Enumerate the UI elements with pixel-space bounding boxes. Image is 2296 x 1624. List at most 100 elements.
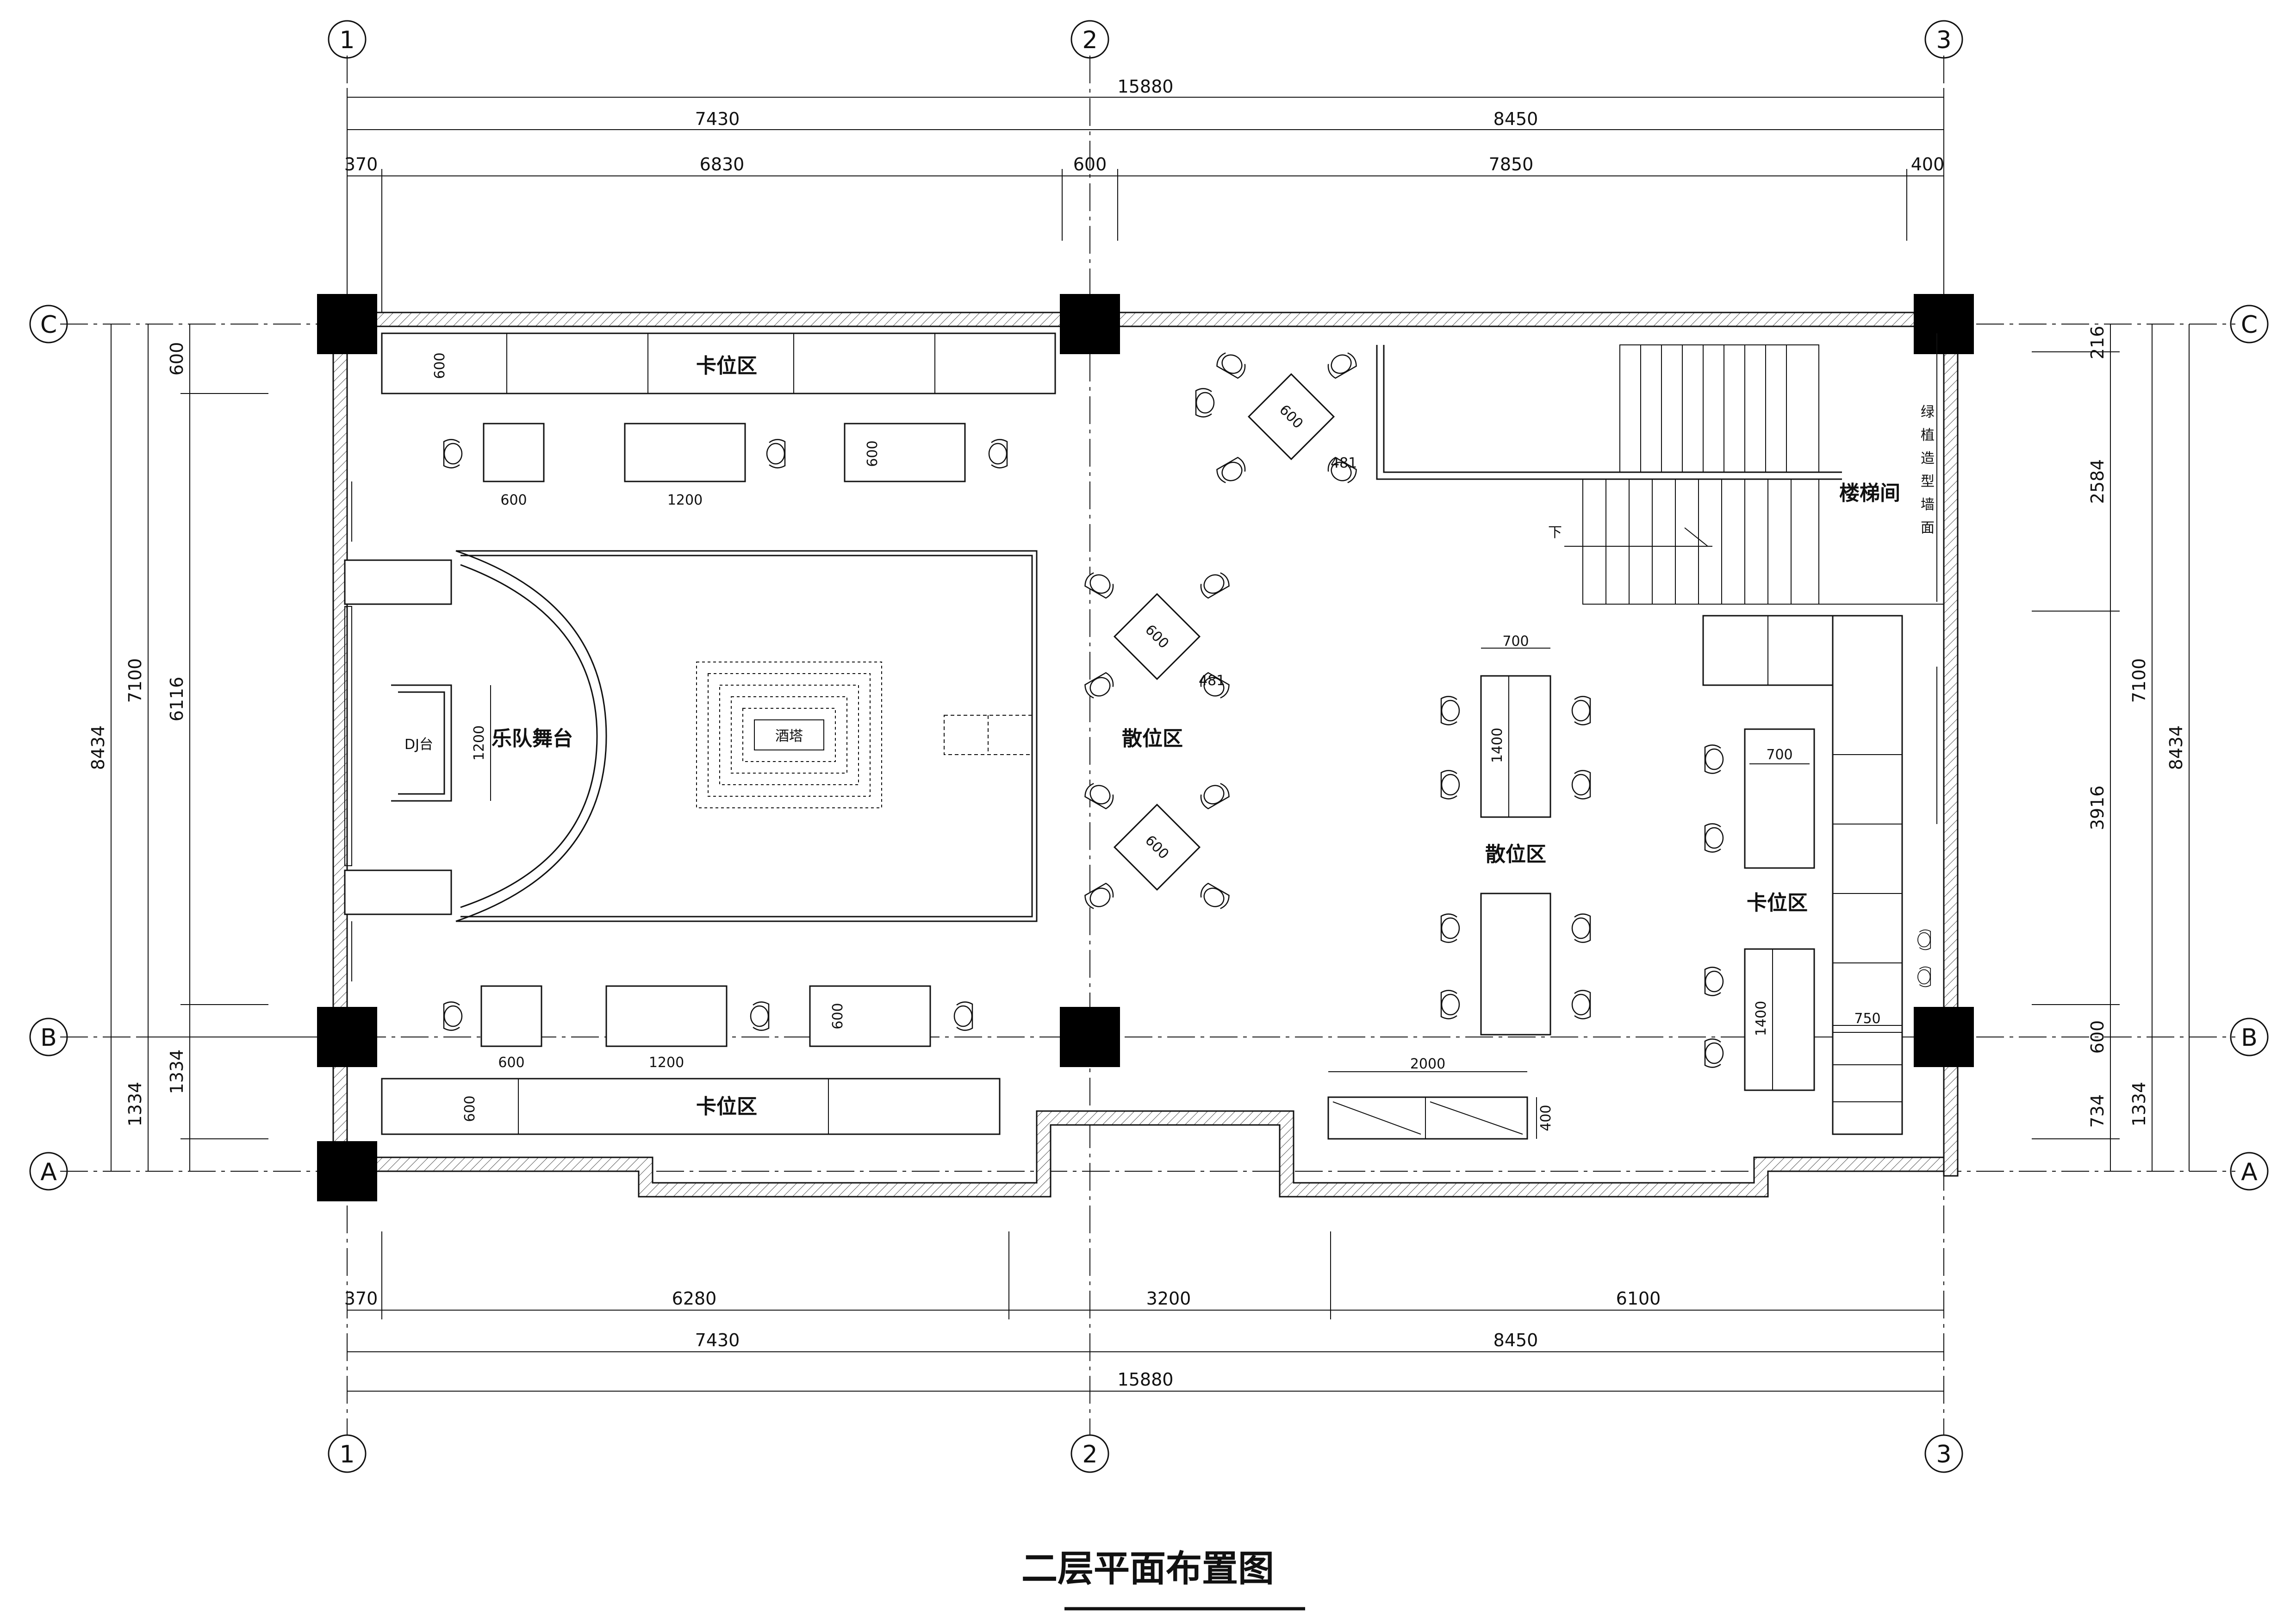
svg-text:造: 造 bbox=[1921, 450, 1935, 467]
svg-text:C: C bbox=[40, 311, 57, 339]
dim-right-detail-4: 600 bbox=[2087, 1020, 2108, 1054]
axis-bubble-1-bottom: 1 bbox=[328, 1434, 367, 1473]
svg-text:400: 400 bbox=[1538, 1105, 1554, 1131]
dim-bottom-detail-1: 370 bbox=[344, 1288, 378, 1309]
axis-bubble-C-left: C bbox=[29, 305, 68, 344]
booth-bottom: 600 1200 600 卡位区 600 bbox=[381, 985, 1001, 1135]
right-dimensions: 216 2584 3916 600 734 7100 1334 8434 bbox=[2032, 324, 2190, 1171]
dim-bottom-span-1: 7430 bbox=[695, 1330, 740, 1350]
svg-text:1200: 1200 bbox=[649, 1055, 684, 1071]
svg-text:A: A bbox=[40, 1158, 57, 1186]
dim-right-detail-1: 216 bbox=[2087, 326, 2108, 360]
svg-text:2000: 2000 bbox=[1410, 1056, 1445, 1072]
green-wall: 绿 植 造 型 墙 面 bbox=[1921, 333, 1937, 602]
svg-text:型: 型 bbox=[1921, 474, 1935, 490]
dim-right-overall: 8434 bbox=[2166, 725, 2186, 770]
page-title: 二层平面布置图 bbox=[1021, 1548, 1274, 1590]
svg-text:C: C bbox=[2241, 311, 2258, 339]
svg-text:A: A bbox=[2241, 1158, 2258, 1186]
svg-text:600: 600 bbox=[498, 1055, 524, 1071]
dim-left-detail-2: 6116 bbox=[167, 677, 187, 722]
axis-bubble-2-top: 2 bbox=[1070, 20, 1109, 59]
axis-bubble-3-bottom: 3 bbox=[1924, 1434, 1963, 1473]
loose-seating-right: 700 1400 散位区 bbox=[1440, 633, 1591, 1036]
structural-columns bbox=[317, 294, 1974, 1201]
svg-text:1: 1 bbox=[339, 26, 355, 54]
svg-text:1400: 1400 bbox=[1753, 1001, 1769, 1036]
svg-text:B: B bbox=[40, 1024, 57, 1052]
svg-text:2: 2 bbox=[1082, 26, 1097, 54]
bottom-dimensions: 370 6280 3200 6100 7430 8450 15880 bbox=[344, 1231, 1944, 1392]
axis-bubble-B-right: B bbox=[2230, 1018, 2269, 1056]
svg-text:植: 植 bbox=[1921, 427, 1935, 443]
dim-left-overall: 8434 bbox=[88, 725, 108, 770]
svg-text:700: 700 bbox=[1766, 747, 1792, 763]
svg-text:750: 750 bbox=[1854, 1011, 1880, 1027]
label-dj: DJ台 bbox=[404, 737, 433, 753]
dim-top-detail-3: 600 bbox=[1073, 154, 1107, 175]
dim-top-span-1: 7430 bbox=[695, 109, 740, 129]
svg-text:600: 600 bbox=[500, 492, 527, 508]
svg-text:600: 600 bbox=[432, 352, 448, 379]
label-loose-seating-right: 散位区 bbox=[1485, 843, 1546, 866]
svg-text:3: 3 bbox=[1936, 26, 1951, 54]
dim-top-detail-5: 400 bbox=[1911, 154, 1945, 175]
svg-text:1200: 1200 bbox=[667, 492, 703, 508]
wine-tower: 酒塔 bbox=[696, 662, 882, 808]
svg-text:3: 3 bbox=[1936, 1441, 1951, 1468]
loose-seating-center: 600 481 600 481 散位区 600 bbox=[1083, 349, 1359, 913]
band-stage: DJ台 1200 乐队舞台 酒塔 bbox=[344, 550, 1038, 922]
dim-left-detail-1: 600 bbox=[167, 342, 187, 376]
dim-top-overall: 15880 bbox=[1118, 76, 1174, 97]
stairwell: 下 楼梯间 bbox=[1376, 344, 1944, 605]
label-stage: 乐队舞台 bbox=[492, 727, 573, 750]
dim-right-span-1: 7100 bbox=[2129, 658, 2149, 703]
axis-bubble-A-right: A bbox=[2230, 1152, 2269, 1191]
dim-bottom-span-2: 8450 bbox=[1493, 1330, 1538, 1350]
label-booth-right: 卡位区 bbox=[1747, 891, 1808, 915]
dim-bottom-detail-4: 6100 bbox=[1616, 1288, 1661, 1309]
svg-text:墙: 墙 bbox=[1921, 497, 1935, 513]
axis-bubbles: 1 2 3 1 2 3 C B A C B A bbox=[29, 20, 2269, 1473]
axis-bubble-3-top: 3 bbox=[1924, 20, 1963, 59]
axis-bubble-A-left: A bbox=[29, 1152, 68, 1191]
dim-bottom-overall: 15880 bbox=[1118, 1369, 1174, 1390]
dim-left-span-2: 1334 bbox=[125, 1082, 145, 1127]
dim-bottom-detail-3: 3200 bbox=[1146, 1288, 1191, 1309]
svg-text:2: 2 bbox=[1082, 1441, 1097, 1468]
dim-top-detail-4: 7850 bbox=[1489, 154, 1534, 175]
svg-text:600: 600 bbox=[462, 1095, 478, 1122]
left-dimensions: 8434 7100 1334 600 6116 1334 bbox=[88, 324, 333, 1171]
dim-right-detail-3: 3916 bbox=[2087, 786, 2108, 831]
svg-text:面: 面 bbox=[1921, 520, 1935, 536]
label-booth-bottom: 卡位区 bbox=[696, 1095, 757, 1118]
label-stairwell: 楼梯间 bbox=[1839, 481, 1900, 505]
axis-bubble-1-top: 1 bbox=[328, 20, 367, 59]
dim-top-span-2: 8450 bbox=[1493, 109, 1538, 129]
dim-left-detail-3: 1334 bbox=[167, 1049, 187, 1094]
dim-left-span-1: 7100 bbox=[125, 658, 145, 703]
dim-top-detail-2: 6830 bbox=[700, 154, 745, 175]
svg-text:1: 1 bbox=[339, 1441, 355, 1468]
svg-text:B: B bbox=[2241, 1024, 2258, 1052]
booth-top: 卡位区 600 600 1200 600 bbox=[381, 332, 1056, 508]
svg-text:600: 600 bbox=[830, 1003, 846, 1029]
booth-right: 700 卡位区 1400 750 bbox=[1702, 615, 1937, 1135]
dim-right-detail-5: 734 bbox=[2087, 1094, 2108, 1128]
label-stair-down: 下 bbox=[1548, 525, 1562, 541]
svg-text:绿: 绿 bbox=[1921, 404, 1935, 420]
svg-text:1400: 1400 bbox=[1489, 728, 1506, 763]
svg-text:481: 481 bbox=[1199, 673, 1225, 689]
label-wine-tower: 酒塔 bbox=[775, 728, 803, 744]
svg-text:481: 481 bbox=[1331, 455, 1357, 471]
counter-bottom: 2000 400 bbox=[1327, 1056, 1554, 1140]
dim-right-detail-2: 2584 bbox=[2087, 459, 2108, 504]
svg-text:1200: 1200 bbox=[471, 725, 487, 761]
drawing-title: 二层平面布置图 bbox=[1021, 1548, 1305, 1611]
axis-bubble-C-right: C bbox=[2230, 305, 2269, 344]
svg-text:700: 700 bbox=[1502, 633, 1529, 650]
dim-bottom-detail-2: 6280 bbox=[672, 1288, 717, 1309]
top-dimensions: 15880 7430 8450 370 6830 600 7850 400 bbox=[344, 76, 1945, 324]
dim-right-span-2: 1334 bbox=[2129, 1082, 2149, 1127]
